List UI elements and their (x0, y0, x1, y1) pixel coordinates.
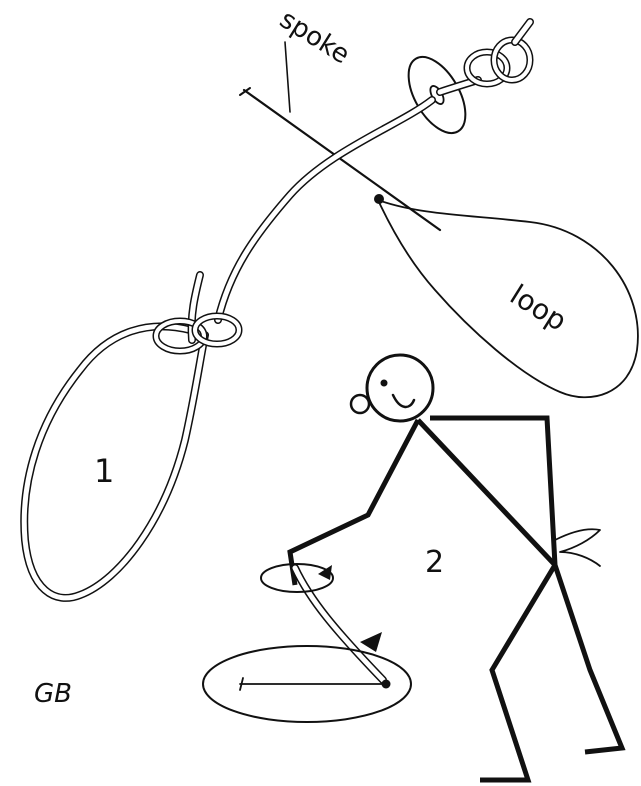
front-leg (480, 563, 558, 783)
signature: GB (34, 679, 72, 709)
torso (416, 418, 557, 567)
loop-attachment-dot (374, 194, 384, 204)
back-leg (552, 564, 626, 755)
upper-knot (436, 18, 534, 96)
tail-tuft (554, 528, 601, 567)
lower-knot (152, 271, 243, 355)
hand-rotation-indicator (260, 563, 334, 593)
step-1-label: 1 (94, 452, 114, 490)
loop-outline (377, 199, 639, 399)
cord-rope (20, 96, 436, 602)
loop-label: loop (504, 278, 572, 338)
spoke-leader-line (284, 41, 291, 113)
head (349, 353, 435, 423)
figure-2-stick-person: 2 (202, 353, 626, 783)
step-2-label: 2 (425, 545, 444, 580)
figure-1-spoke-and-cord: spoke loop 1 (20, 4, 639, 602)
spoke (239, 87, 442, 232)
ground-rotation-indicator (202, 632, 412, 723)
arm (287, 418, 421, 586)
